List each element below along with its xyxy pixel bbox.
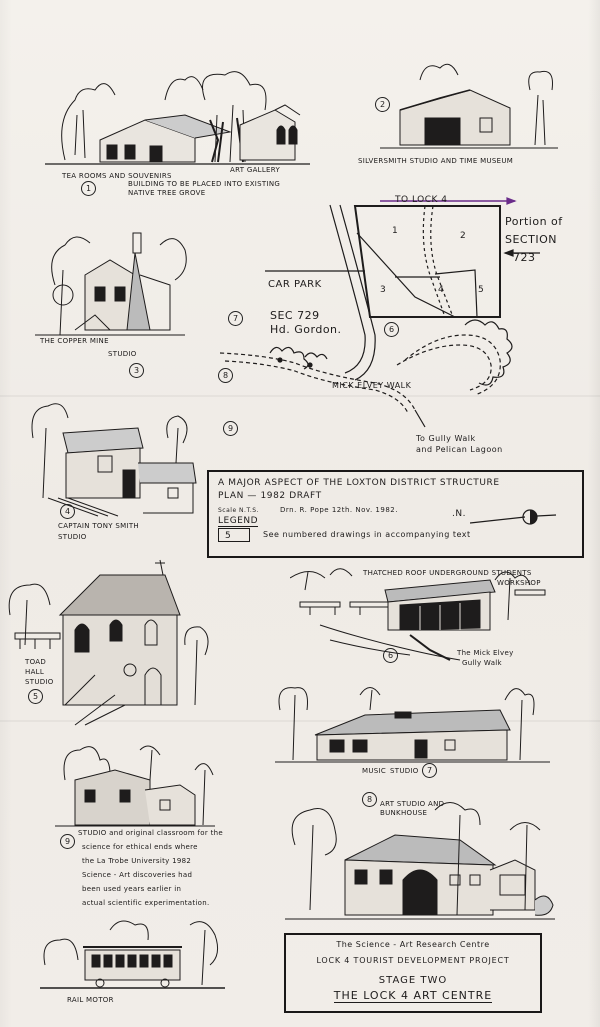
map-portion-of: Portion of [505,215,563,228]
caption-classroom-line2: science for ethical ends where [82,843,198,851]
map-mick-elvey-walk: MICK ELVEY WALK [332,381,412,390]
title-project: LOCK 4 TOURIST DEVELOPMENT PROJECT [316,956,510,965]
map-hd-gordon: Hd. Gordon. [270,323,342,336]
legend-title-line2: PLAN — 1982 DRAFT [218,491,322,501]
legend-scale: Scale N.T.S. [218,507,260,514]
music-studio-sketch [275,687,550,763]
legend-drawn-by: Drn. R. Pope 12th. Nov. 1982. [280,506,398,514]
site-number-6: 6 [383,648,398,663]
workshop-sketch [290,568,546,661]
site-number-8: 8 [362,792,377,807]
silversmith-sketch [380,63,558,149]
title-art-centre-text: THE LOCK 4 ART CENTRE [333,989,493,1003]
map-car-park: CAR PARK [268,279,322,290]
tea-rooms-sketch [45,71,310,165]
map-to-lock-4: TO LOCK 4 [395,195,448,205]
caption-classroom-line1: STUDIO and original classroom for the [78,829,223,837]
site-number-1: 1 [81,181,96,196]
toad-hall-sketch [8,559,209,726]
rail-motor-sketch [40,920,225,989]
map-pelican-lagoon: and Pelican Lagoon [416,445,503,454]
legend-label: LEGEND [218,516,259,527]
caption-mick-elvey: The Mick Elvey [457,649,514,657]
caption-classroom-line3: the La Trobe University 1982 [82,857,192,865]
caption-tea-rooms: TEA ROOMS AND SOUVENIRS [62,172,172,180]
map-circle-9: 9 [223,421,238,436]
caption-silversmith: SILVERSMITH STUDIO AND TIME MUSEUM [358,157,514,165]
site-number-5: 5 [28,689,43,704]
fold-line [0,720,600,722]
tony-smith-sketch [31,403,197,517]
caption-hall: HALL [25,668,45,676]
bunkhouse-sketch [285,802,555,920]
legend-sample-number: 5 [218,528,250,542]
classroom-sketch [55,745,215,827]
legend-box [207,470,584,558]
map-plot-1: 1 [392,226,399,236]
caption-art-studio: ART STUDIO AND [380,800,445,808]
legend-sample-text: See numbered drawings in accompanying te… [263,530,471,539]
title-research-centre: The Science - Art Research Centre [336,940,490,949]
caption-music-studio: STUDIO [390,767,419,775]
title-stage: STAGE TWO [378,975,448,986]
site-number-3: 3 [129,363,144,378]
map-section: SECTION [505,233,557,246]
map-plot-4: 4 [438,285,445,295]
caption-tony-studio: STUDIO [58,533,87,541]
caption-workshop: WORKSHOP [497,579,541,587]
map-circle-8: 8 [218,368,233,383]
map-plot-5: 5 [478,285,485,295]
site-number-2: 2 [375,97,390,112]
title-art-centre: THE LOCK 4 ART CENTRE [284,989,542,1003]
caption-music: MUSIC [362,767,387,775]
caption-tony-smith: CAPTAIN TONY SMITH [58,522,139,530]
map-section-number: 723 [513,251,536,264]
legend-north-label: .N. [452,509,466,519]
map-circle-7: 7 [228,311,243,326]
map-plot-2: 2 [460,231,467,241]
caption-classroom-line6: actual scientific experimentation. [82,899,210,907]
caption-toad-studio: STUDIO [25,678,54,686]
map-sec-729: SEC 729 [270,309,320,322]
caption-toad: TOAD [25,658,47,666]
caption-classroom-line4: Science - Art discoveries had [82,871,193,879]
caption-gully-walk: Gully Walk [462,659,502,667]
fold-line [0,395,600,397]
caption-copper-studio: STUDIO [108,350,137,358]
caption-art-gallery: ART GALLERY [230,166,281,174]
site-map [219,197,540,428]
north-arrow-icon [470,509,557,525]
map-gully-walk: To Gully Walk [416,434,476,443]
legend-title-line1: A MAJOR ASPECT OF THE LOXTON DISTRICT ST… [218,478,500,488]
caption-building-placed: BUILDING TO BE PLACED INTO EXISTING [128,180,281,188]
site-number-4: 4 [60,504,75,519]
caption-native-grove: NATIVE TREE GROVE [128,189,206,197]
site-number-9: 9 [60,834,75,849]
site-number-7: 7 [422,763,437,778]
caption-classroom-line5: been used years earlier in [82,885,182,893]
caption-bunkhouse: BUNKHOUSE [380,809,428,817]
map-plot-3: 3 [380,285,387,295]
caption-thatched-roof: THATCHED ROOF UNDERGROUND STUDENTS [363,569,532,577]
title-box [284,933,542,1013]
copper-mine-sketch [35,232,187,336]
map-circle-6: 6 [384,322,399,337]
caption-rail-motor: RAIL MOTOR [67,996,114,1004]
caption-copper-mine: THE COPPER MINE [40,337,109,345]
